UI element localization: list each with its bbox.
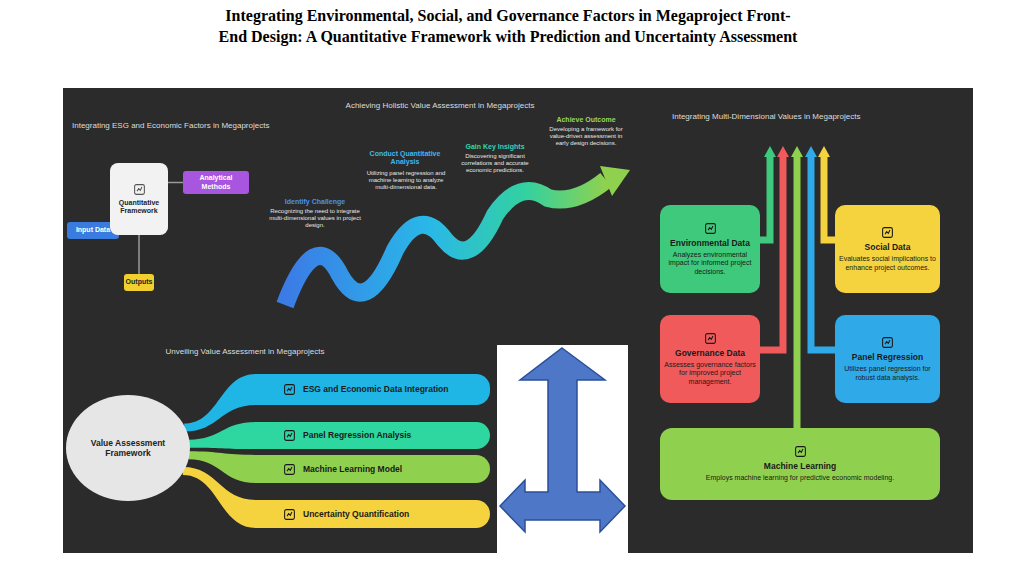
connector-line — [138, 235, 140, 274]
icon-stroke — [708, 336, 713, 340]
node-body: Evaluates social implications to enhance… — [839, 255, 936, 272]
outputs-box: Outputs — [124, 274, 154, 291]
icon — [704, 222, 717, 235]
icon-frame — [285, 431, 295, 441]
arrow-line — [811, 156, 835, 350]
icon-stroke — [137, 187, 142, 191]
panel-heading: Achieving Holistic Value Assessment in M… — [300, 101, 580, 111]
step-heading: Gain Key Insights — [452, 143, 538, 151]
connector-line — [168, 182, 183, 184]
arrow-line — [794, 156, 801, 428]
node-heading: Value Assessment Framework — [80, 438, 176, 458]
band: Panel Regression Analysis — [255, 422, 490, 449]
node-body: Employs machine learning for predictive … — [706, 474, 894, 482]
node-heading: Panel Regression Analysis — [303, 430, 411, 440]
fan-connector — [183, 467, 256, 528]
step-text: Utilizing panel regression and machine l… — [362, 170, 450, 192]
icon-stroke — [885, 230, 890, 234]
icon-frame — [134, 184, 144, 194]
icon-frame — [705, 223, 715, 233]
value-arrows — [760, 156, 835, 428]
band: Machine Learning Model — [255, 455, 490, 483]
machine-learning-box: Machine LearningEmploys machine learning… — [660, 428, 940, 500]
icon — [881, 226, 894, 239]
panel-heading: Integrating Multi-Dimensional Values in … — [672, 112, 932, 122]
arrowhead — [764, 146, 776, 157]
icon-stroke — [287, 467, 292, 471]
icon — [283, 429, 296, 442]
node-heading: Analytical Methods — [187, 174, 245, 191]
environment-box: Environmental DataAnalyzes environmental… — [660, 205, 760, 293]
panel-heading: Integrating ESG and Economic Factors in … — [72, 121, 292, 131]
icon — [283, 463, 296, 476]
icon-frame — [705, 333, 715, 343]
arrowhead — [791, 146, 803, 157]
icon-stroke — [708, 226, 713, 230]
icon-frame — [285, 385, 295, 395]
node-heading: Uncertainty Quantification — [303, 509, 409, 519]
title: Integrating Environmental, Social, and G… — [60, 6, 956, 48]
node-body: Assesses governance factors for improved… — [664, 361, 756, 386]
arrow-line — [760, 156, 770, 240]
icon — [283, 383, 296, 396]
node-heading: Quantitative Framework — [114, 199, 164, 216]
node-heading: Panel Regression — [852, 352, 923, 362]
step-heading: Conduct Quantitative Analysis — [360, 150, 450, 167]
node-heading: ESG and Economic Data Integration — [303, 384, 448, 394]
icon — [881, 336, 894, 349]
governance-box: Governance DataAssesses governance facto… — [660, 315, 760, 403]
arrowhead — [777, 146, 789, 157]
step-heading: Achieve Outcome — [543, 116, 629, 124]
step-heading: Identify Challenge — [270, 198, 360, 206]
icon — [133, 183, 146, 196]
framework-ellipse: Value Assessment Framework — [66, 395, 190, 501]
node-body: Analyzes environmental impact for inform… — [664, 251, 756, 276]
step-text: Developing a framework for value-driven … — [543, 126, 629, 148]
arrowhead — [805, 146, 817, 157]
ribbon-arrowhead — [600, 166, 630, 196]
methods-box: Analytical Methods — [183, 171, 249, 194]
icon-stroke — [885, 340, 890, 344]
band: ESG and Economic Data Integration — [255, 374, 490, 405]
panel-regression-box: Panel RegressionUtilizes panel regressio… — [835, 315, 940, 403]
icon-frame — [795, 447, 805, 457]
node-body: Utilizes panel regression for robust dat… — [839, 365, 936, 382]
node-heading: Social Data — [865, 242, 911, 252]
dark-panel — [63, 88, 973, 553]
step-text: Recognizing the need to integrate multi-… — [268, 208, 362, 230]
node-heading: Machine Learning Model — [303, 464, 402, 474]
icon-frame — [285, 509, 295, 519]
node-heading: Outputs — [126, 278, 153, 286]
icon — [794, 445, 807, 458]
arrow-line — [824, 156, 835, 240]
framework-box: Quantitative Framework — [110, 163, 168, 235]
step-text: Discovering significant correlations and… — [452, 153, 538, 175]
node-heading: Governance Data — [675, 348, 745, 358]
icon-frame — [883, 338, 893, 348]
arrow-line — [760, 156, 783, 350]
white-inset — [497, 345, 628, 553]
icon-frame — [883, 228, 893, 238]
fan-connector — [189, 422, 256, 449]
arrowhead — [818, 146, 830, 157]
arrow-heads — [764, 146, 830, 157]
icon-stroke — [798, 449, 803, 453]
node-heading: Machine Learning — [764, 461, 836, 471]
icon-stroke — [287, 387, 292, 391]
panel-heading: Unveiling Value Assessment in Megaprojec… — [140, 347, 350, 357]
icon — [283, 508, 296, 521]
icon-stroke — [287, 433, 292, 437]
icon — [704, 332, 717, 345]
social-box: Social DataEvaluates social implications… — [835, 205, 940, 293]
icon-frame — [285, 464, 295, 474]
double-arrow — [500, 348, 625, 532]
node-heading: Input Data — [76, 226, 110, 234]
icon-stroke — [287, 512, 292, 516]
band: Uncertainty Quantification — [255, 500, 490, 528]
node-heading: Environmental Data — [670, 238, 750, 248]
